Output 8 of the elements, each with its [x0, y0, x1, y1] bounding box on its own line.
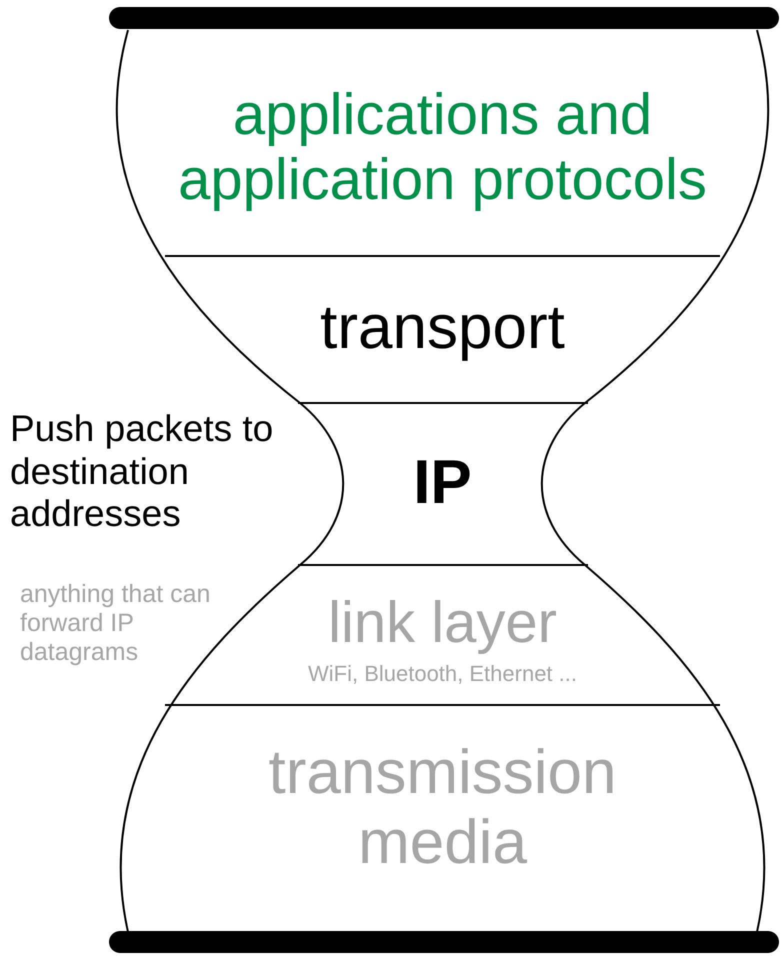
- side-note: Push packets to destination addresses: [10, 408, 274, 536]
- layer-title: transmission media: [268, 738, 618, 877]
- layer-note: WiFi, Bluetooth, Ethernet ...: [308, 662, 577, 687]
- side-note: anything that can forward IP datagrams: [20, 580, 212, 666]
- layer-title: link layer: [328, 591, 557, 656]
- layer-title: applications and application protocols: [177, 82, 708, 212]
- layer-title: transport: [320, 293, 565, 363]
- layer-title: IP: [413, 448, 472, 518]
